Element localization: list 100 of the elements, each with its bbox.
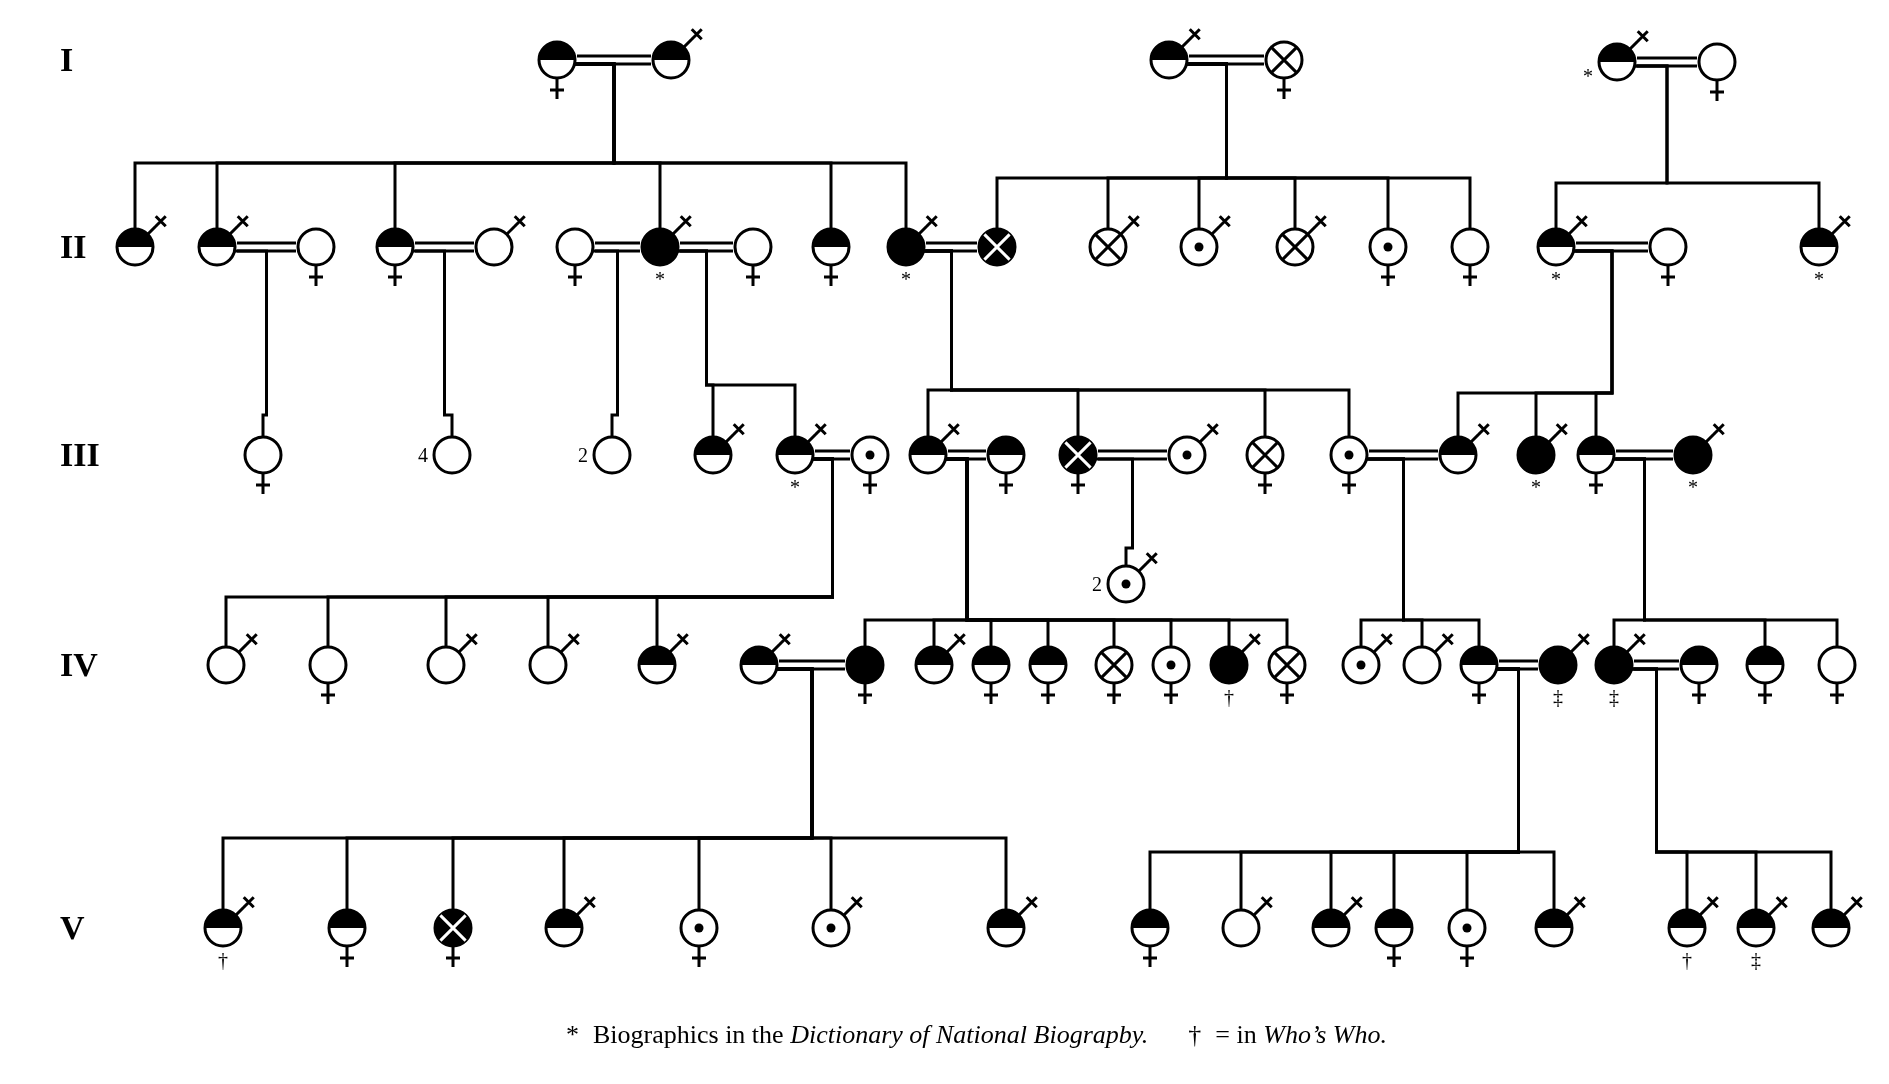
male-symbol [1798, 212, 1854, 268]
marriage-line [924, 241, 979, 253]
female-symbol [732, 226, 774, 289]
male-symbol [1208, 630, 1264, 686]
male-symbol [1735, 893, 1791, 949]
marriage-line [1632, 659, 1681, 671]
marriage-line [1187, 54, 1266, 66]
male-symbol [473, 212, 529, 268]
descent-line [655, 457, 834, 647]
footnote-symbol: * [566, 1022, 579, 1048]
female-symbol [1744, 644, 1786, 707]
male-symbol [885, 212, 941, 268]
marriage-line [1635, 56, 1699, 68]
female-symbol [1575, 434, 1617, 497]
annotation-mark: † [218, 950, 228, 970]
female-symbol [295, 226, 337, 289]
male-symbol [774, 420, 830, 476]
female-symbol [1129, 907, 1171, 970]
male-symbol [1437, 420, 1493, 476]
female-symbol [1647, 226, 1689, 289]
footnote-text: = in Who’s Who. [1215, 1022, 1387, 1048]
annotation-mark: 4 [418, 445, 428, 465]
male-symbol [1515, 420, 1571, 476]
female-symbol [1328, 434, 1370, 497]
descent-line [1187, 62, 1472, 229]
male-symbol [1310, 893, 1366, 949]
annotation-mark: ‡ [1751, 950, 1761, 970]
marriage-line [1367, 449, 1440, 461]
annotation-mark: * [1688, 477, 1698, 497]
female-symbol [849, 434, 891, 497]
male-symbol [636, 630, 692, 686]
generation-numeral: V [60, 911, 85, 945]
marriage-line [1497, 659, 1540, 671]
marriage-line [678, 241, 735, 253]
male-symbol [202, 893, 258, 949]
female-symbol [1449, 226, 1491, 289]
marriage-line [946, 449, 988, 461]
female-symbol [844, 644, 886, 707]
male-symbol [1340, 630, 1396, 686]
female-symbol [536, 39, 578, 102]
male-symbol [1596, 27, 1652, 83]
marriage-line [593, 241, 642, 253]
marriage-line [1096, 449, 1169, 461]
male-symbol [650, 25, 706, 81]
descent-line [1574, 249, 1614, 437]
female-symbol [1057, 434, 1099, 497]
female-symbol [1373, 907, 1415, 970]
male-symbol [114, 212, 170, 268]
male-symbol [1274, 212, 1330, 268]
female-symbol [1244, 434, 1286, 497]
female-symbol [326, 907, 368, 970]
female-symbol [1367, 226, 1409, 289]
male-symbol [1535, 212, 1591, 268]
female-symbol [1446, 907, 1488, 970]
female-symbol [1816, 644, 1858, 707]
male-symbol [1537, 630, 1593, 686]
annotation-mark: † [1224, 687, 1234, 707]
annotation-mark: * [655, 269, 665, 289]
descent-line [235, 249, 268, 437]
female-symbol [810, 226, 852, 289]
male-symbol [738, 630, 794, 686]
male-symbol [1105, 549, 1161, 605]
female-symbol [554, 226, 596, 289]
descent-line [1635, 64, 1821, 229]
male-symbol [913, 630, 969, 686]
footnote-text: Biographics in the Dictionary of National Biograpby. [593, 1022, 1149, 1048]
female-symbol [1458, 644, 1500, 707]
male-symbol [985, 893, 1041, 949]
generation-numeral: II [60, 230, 87, 264]
male-symbol [907, 420, 963, 476]
male-symbol [543, 893, 599, 949]
female-symbol [1266, 644, 1308, 707]
annotation-mark: 2 [1092, 574, 1102, 594]
marriage-line [1574, 241, 1650, 253]
female-symbol [374, 226, 416, 289]
male-symbol [639, 212, 695, 268]
female-symbol [1093, 644, 1135, 707]
annotation-mark: * [901, 269, 911, 289]
male-symbol [1220, 893, 1276, 949]
person-circle [431, 434, 473, 476]
descent-line [1632, 667, 1833, 910]
annotation-mark: † [1682, 950, 1692, 970]
female-symbol [1027, 644, 1069, 707]
male-symbol [1810, 893, 1866, 949]
male-symbol [1666, 893, 1722, 949]
male-symbol [1178, 212, 1234, 268]
descent-line [924, 249, 1351, 437]
female-symbol [678, 907, 720, 970]
female-symbol [432, 907, 474, 970]
person-circle [976, 226, 1018, 268]
female-symbol [985, 434, 1027, 497]
male-symbol [1533, 893, 1589, 949]
marriage-line [777, 659, 847, 671]
male-symbol [425, 630, 481, 686]
female-symbol [1150, 644, 1192, 707]
generation-numeral: III [60, 438, 100, 472]
annotation-mark: * [1814, 269, 1824, 289]
descent-line [1096, 457, 1134, 566]
footnote-symbol: † [1188, 1022, 1202, 1048]
male-symbol [810, 893, 866, 949]
